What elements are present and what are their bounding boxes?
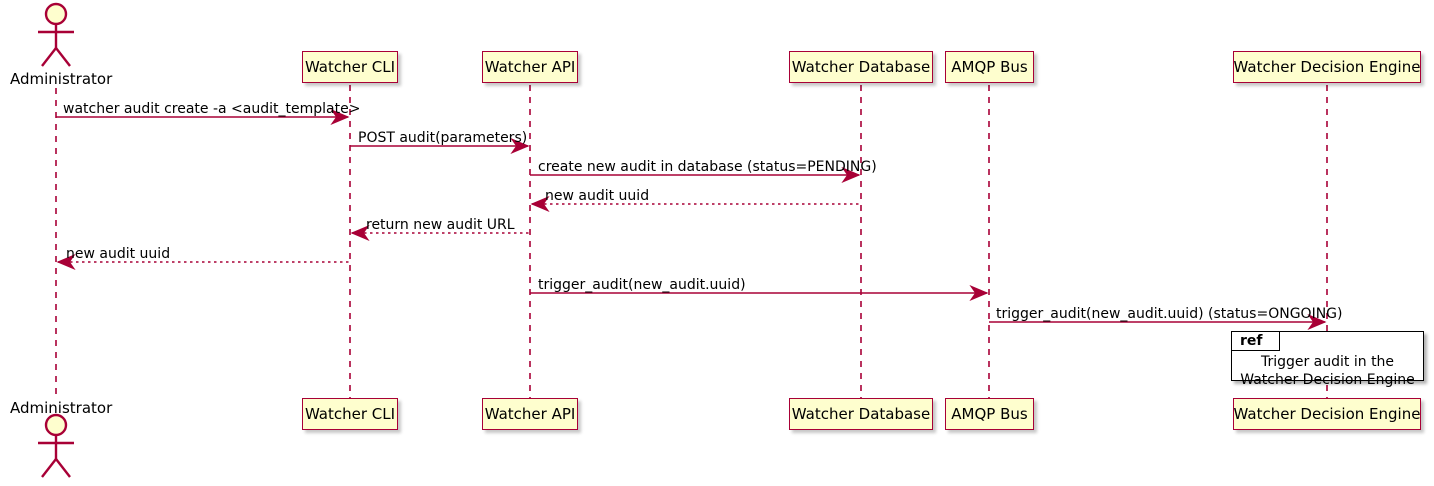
actor-administrator-top-icon — [38, 2, 74, 67]
message-label-m1: watcher audit create -a <audit_template> — [63, 101, 361, 117]
participant-box-watcher-api-bottom[interactable]: Watcher API — [482, 398, 578, 430]
participant-label: Watcher CLI — [304, 404, 396, 423]
message-label-m7: trigger_audit(new_audit.uuid) — [538, 277, 746, 293]
ref-operator-label: ref — [1240, 333, 1263, 349]
message-label-m4: new audit uuid — [545, 188, 650, 204]
lifelines — [55, 85, 1328, 398]
participant-box-watcher-cli-top[interactable]: Watcher CLI — [302, 51, 398, 83]
participant-box-decision-engine-top[interactable]: Watcher Decision Engine — [1233, 51, 1421, 83]
participant-box-amqp-bus-bottom[interactable]: AMQP Bus — [945, 398, 1034, 430]
message-label-m3: create new audit in database (status=PEN… — [538, 159, 877, 175]
participant-label: Watcher Decision Engine — [1233, 57, 1421, 76]
message-arrows — [56, 109, 1327, 330]
message-label-m5: return new audit URL — [366, 217, 515, 233]
participant-label: Watcher CLI — [304, 57, 396, 76]
participant-box-watcher-database-bottom[interactable]: Watcher Database — [789, 398, 933, 430]
actor-administrator-bottom-icon — [38, 413, 74, 478]
ref-body-line-1: Trigger audit in the — [1260, 354, 1395, 370]
participant-box-watcher-database-top[interactable]: Watcher Database — [789, 51, 933, 83]
actor-label-administrator-bottom: Administrator — [10, 399, 113, 417]
ref-fragment[interactable]: ref Trigger audit in the Watcher Decisio… — [1231, 331, 1424, 388]
participant-label: Watcher Decision Engine — [1233, 404, 1421, 423]
participant-box-watcher-cli-bottom[interactable]: Watcher CLI — [302, 398, 398, 430]
ref-fragment-body: Trigger audit in the Watcher Decision En… — [1232, 354, 1423, 389]
participant-box-watcher-api-top[interactable]: Watcher API — [482, 51, 578, 83]
actor-label-administrator-top: Administrator — [10, 70, 113, 88]
participant-label: AMQP Bus — [951, 57, 1028, 76]
participant-label: AMQP Bus — [951, 404, 1028, 423]
participant-box-decision-engine-bottom[interactable]: Watcher Decision Engine — [1233, 398, 1421, 430]
participant-label: Watcher API — [484, 404, 576, 423]
message-label-m6: new audit uuid — [66, 246, 171, 262]
ref-fragment-operator-tab: ref — [1232, 332, 1280, 351]
participant-label: Watcher API — [484, 57, 576, 76]
ref-body-line-2: Watcher Decision Engine — [1240, 371, 1415, 388]
message-label-m8: trigger_audit(new_audit.uuid) (status=ON… — [996, 306, 1343, 322]
participant-label: Watcher Database — [791, 57, 931, 76]
participant-label: Watcher Database — [791, 404, 931, 423]
message-label-m2: POST audit(parameters) — [358, 130, 528, 146]
participant-box-amqp-bus-top[interactable]: AMQP Bus — [945, 51, 1034, 83]
